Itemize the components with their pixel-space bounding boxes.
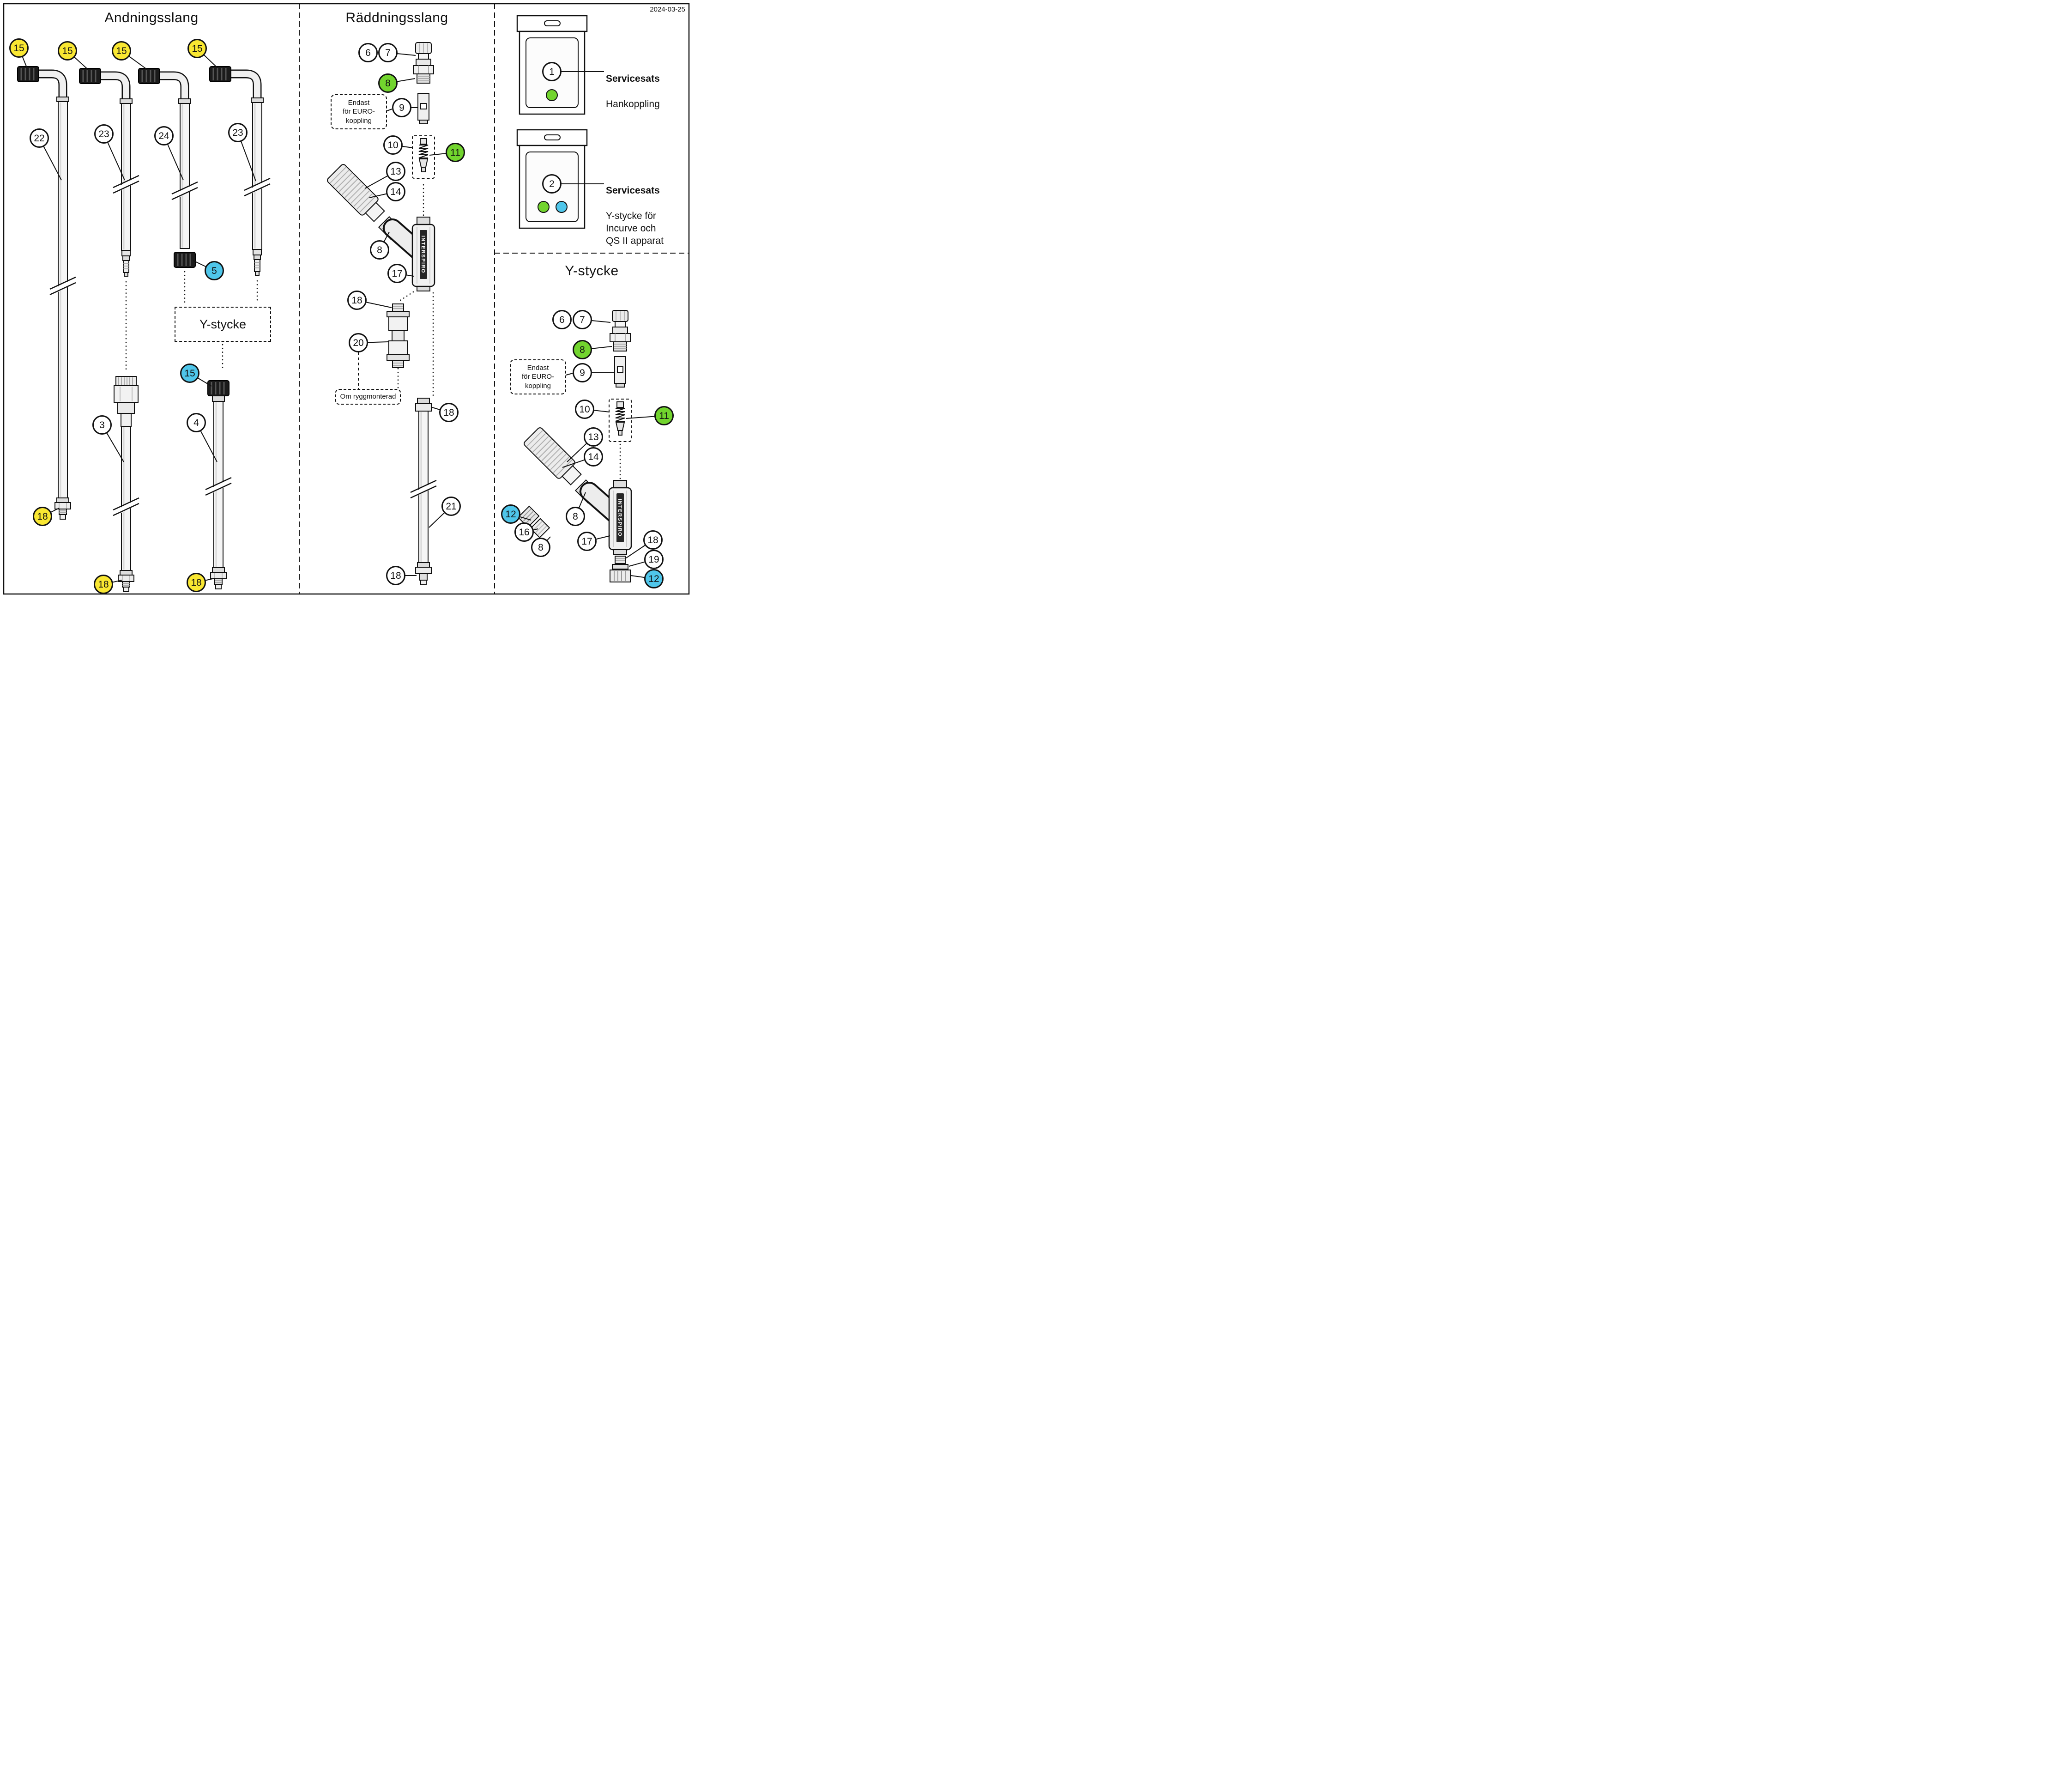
note-euro-coupling-right: Endast för EURO- koppling [510, 359, 566, 394]
leader-line-7 [387, 52, 416, 56]
leader-line-14 [369, 191, 396, 198]
extension-18-20 [387, 303, 410, 368]
kit2-dot-green [538, 201, 550, 213]
leader-line-19 [628, 559, 654, 567]
leader-line-18 [432, 407, 449, 413]
leader-line-15 [67, 50, 88, 70]
leader-line-18 [103, 580, 122, 585]
breathing-hose-23b [209, 66, 271, 304]
leader-line-17 [397, 273, 414, 277]
leader-line-15 [197, 48, 217, 68]
leader-line-23 [237, 132, 256, 182]
breathing-hose-22 [17, 66, 77, 520]
leader-line-18 [42, 508, 60, 517]
leader-line-12 [630, 575, 654, 579]
leader-line-21 [429, 506, 452, 528]
leader-line-4 [196, 422, 217, 462]
leader-line-12 [510, 514, 532, 521]
breathing-hose-24 [138, 67, 199, 304]
y-connector-box: Y-stycke [175, 307, 271, 342]
panel-title-ystycke: Y-stycke [565, 263, 619, 279]
leader-line-17 [586, 535, 610, 542]
leader-line-20 [358, 341, 389, 343]
leader-line-15 [189, 373, 212, 387]
service-kit-2 [516, 129, 588, 229]
leader-line-22 [39, 138, 62, 181]
leader-line-8 [582, 346, 612, 350]
outer-border [3, 3, 690, 595]
kit2-dot-blue [556, 201, 568, 213]
kit2-label: Servicesats Y-stycke för Incurve och QS … [606, 172, 664, 248]
leader-line-8 [379, 231, 390, 250]
leader-line-5 [193, 260, 215, 271]
leader-line-8 [387, 78, 416, 84]
kit1-dot-green [546, 89, 558, 101]
kit2-desc: Y-stycke för Incurve och QS II apparat [606, 210, 664, 247]
leader-line-10 [584, 409, 610, 412]
leader-line-23 [103, 133, 125, 181]
leader-line-15 [18, 48, 27, 68]
leader-line-10 [393, 145, 413, 148]
kit2-title: Servicesats [606, 185, 660, 196]
parts-diagram: INTERSPIRO [0, 0, 693, 598]
leader-line-16 [524, 528, 538, 533]
revision-date: 2024-03-25 [650, 6, 685, 13]
leader-line-8 [540, 536, 551, 548]
leader-line-18 [356, 300, 392, 308]
leader-line-8 [575, 492, 586, 517]
kit1-desc: Hankoppling [606, 98, 660, 109]
kit1-title: Servicesats [606, 73, 660, 85]
rescue-hose-assembly: INTERSPIRO [326, 42, 437, 585]
leader-line-11 [626, 415, 664, 419]
leader-line-24 [163, 135, 184, 181]
panel-title-andningsslang: Andningsslang [104, 10, 199, 25]
fittings-12-16 [517, 505, 550, 539]
y-piece-assembly: INTERSPIRO [517, 310, 632, 582]
leader-line-3 [102, 424, 124, 462]
breathing-hose-23a [79, 67, 140, 370]
kit1-label: Servicesats Hankoppling [606, 60, 660, 110]
hose-4 [205, 344, 232, 589]
leader-line-15 [121, 50, 147, 70]
note-back-mounted: Om ryggmonterad [335, 389, 401, 405]
leader-line-11 [429, 152, 456, 156]
leader-line-7 [582, 319, 611, 323]
note-euro-coupling-middle: Endast för EURO- koppling [331, 94, 387, 129]
panel-title-raddningsslang: Räddningsslang [345, 10, 448, 25]
rescue-hose-21 [410, 398, 437, 585]
leader-lines [18, 48, 664, 585]
leader-line-18 [626, 539, 653, 558]
leader-line-18 [196, 578, 215, 583]
brand-logo-middle: INTERSPIRO [420, 236, 426, 273]
leader-line-13 [364, 171, 396, 189]
coupling-hose-3 [112, 376, 140, 592]
bottom-stack-18-19-12 [610, 556, 631, 582]
leader-line-14 [562, 456, 594, 468]
service-kit-1 [516, 15, 588, 115]
brand-logo-right: INTERSPIRO [617, 499, 622, 537]
diagram-art: INTERSPIRO [3, 3, 690, 595]
